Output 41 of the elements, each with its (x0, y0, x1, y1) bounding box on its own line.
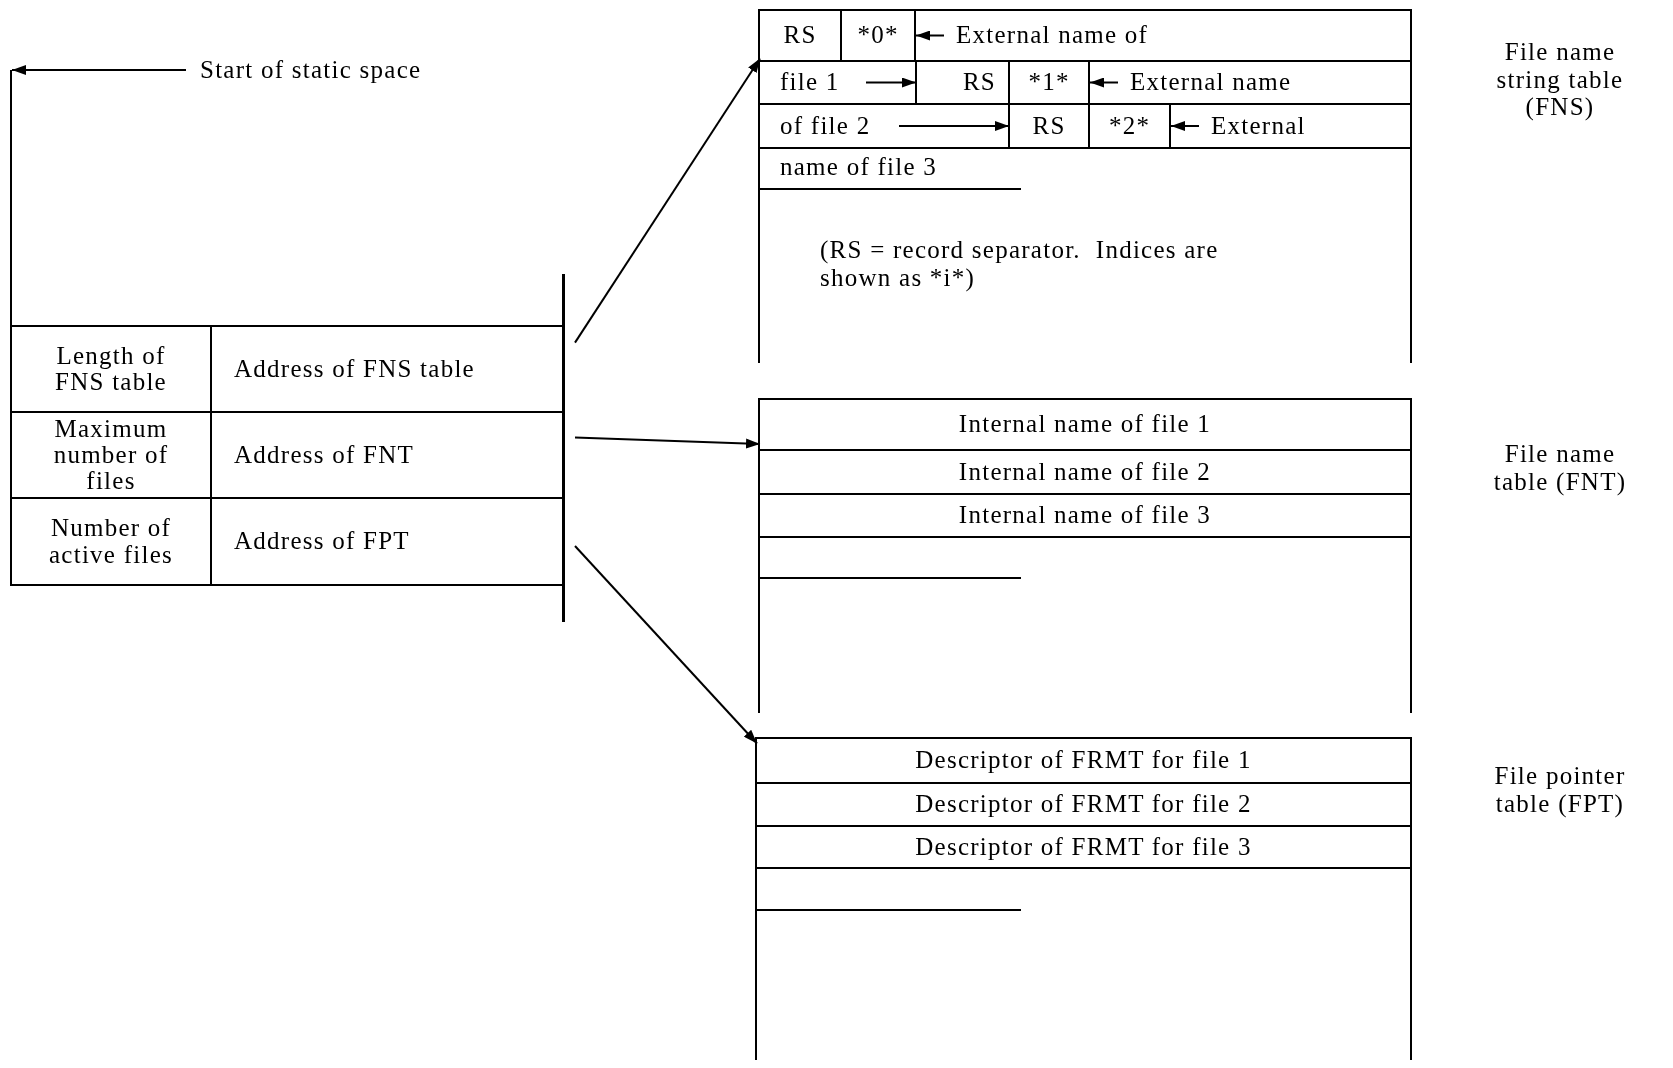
cell-text: Internal name of file 2 (958, 458, 1212, 486)
table-name: File pointer table (FPT) (1493, 762, 1627, 817)
cell-text: External name (1130, 69, 1292, 96)
arrow (898, 121, 1010, 131)
table-name: File name table (FNT) (1492, 440, 1628, 495)
cell-text: *1* (1028, 69, 1070, 96)
table-frame (755, 737, 1412, 1060)
cell-text: Start of static space (200, 56, 422, 84)
cell-text: *0* (857, 22, 899, 49)
cell-text: Internal name of file 1 (958, 411, 1212, 438)
cell-text: RS (962, 69, 996, 96)
table-frame (758, 9, 1412, 363)
cell-text: Number of active files (48, 515, 174, 568)
note-text: (RS = record separator. Indices are shown as *i*) (820, 236, 1220, 291)
cell-text: Descriptor of FRMT for file 1 (915, 747, 1252, 774)
cell-text: Address of FNS table (234, 355, 475, 383)
cell-text: name of file 3 (780, 154, 938, 181)
arrow (574, 57, 761, 344)
cell-text: External (1211, 112, 1306, 140)
table-name: File name string table (FNS) (1495, 38, 1625, 121)
arrow (915, 30, 945, 41)
arrow (1089, 77, 1119, 88)
cell-text: *2* (1108, 112, 1151, 140)
cell-text: Descriptor of FRMT for file 3 (915, 833, 1252, 861)
cell-text: External name of (956, 22, 1149, 49)
cell-text: Internal name of file 3 (958, 502, 1212, 529)
cell-text: RS (783, 22, 817, 49)
cell-text: Descriptor of FRMT for file 2 (915, 791, 1252, 818)
cell-text: Length of FNS table (54, 342, 168, 396)
table-frame (758, 398, 1412, 713)
cell-text: Maximum number of files (52, 415, 170, 495)
cell-text: RS (1032, 112, 1066, 140)
arrow (1170, 121, 1200, 131)
arrow (574, 436, 761, 449)
arrow (865, 77, 917, 88)
cell-text: of file 2 (780, 112, 871, 140)
cell-text: file 1 (780, 69, 840, 96)
cell-text: Address of FNT (234, 441, 414, 469)
cell-text: Address of FPT (234, 528, 410, 555)
arrow (11, 65, 187, 75)
arrow (574, 544, 758, 745)
